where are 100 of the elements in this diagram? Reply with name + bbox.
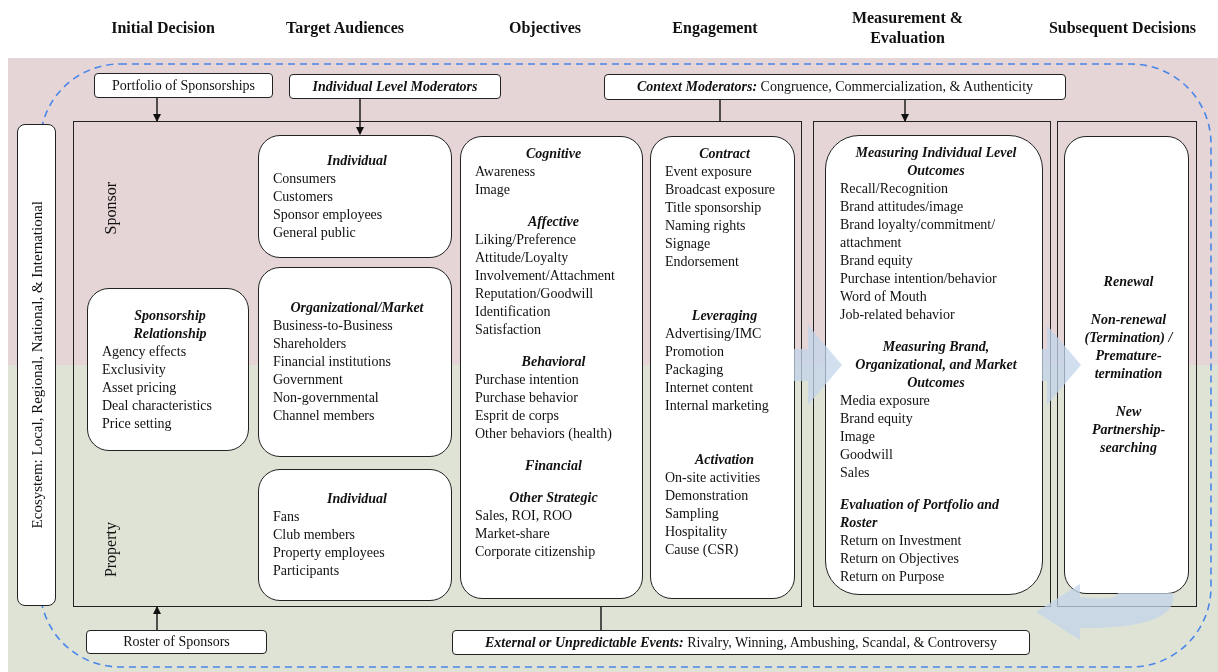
box-label: Roster of Sponsors xyxy=(123,633,230,651)
list-item: Demonstration xyxy=(665,487,750,505)
vertical-label: Ecosystem: Local, Regional, National, & International xyxy=(27,201,46,529)
list-item: Word of Mouth xyxy=(840,288,928,306)
list-item: Purchase behavior xyxy=(475,389,580,407)
row-label: Sponsor xyxy=(102,182,120,235)
list-item: Shareholders xyxy=(273,335,348,353)
list-item: Promotion xyxy=(665,343,726,361)
text-box xyxy=(289,74,501,99)
list-item: Sales, ROI, ROO xyxy=(475,507,574,525)
list-item: Advertising/IMC xyxy=(665,325,763,343)
list-item: Market-share xyxy=(475,525,551,543)
list-item: Purchase intention xyxy=(475,371,580,389)
row-label: Property xyxy=(102,522,120,578)
section-heading: Contract xyxy=(698,145,751,163)
list-item: General public xyxy=(273,223,357,242)
list-item: Financial institutions xyxy=(273,353,392,371)
list-item: Esprit de corps xyxy=(475,407,560,425)
arrow xyxy=(356,98,364,135)
list-item: Identification xyxy=(475,303,552,321)
box-label: External or Unpredictable Events: Rivalry, Winning, Ambushing, Scandal, & Controversy xyxy=(485,633,997,652)
list-item: Internet content xyxy=(665,379,755,397)
list-item: Other behaviors (health) xyxy=(475,425,613,443)
list-item: Return on Purpose xyxy=(840,568,946,586)
text-box xyxy=(94,73,273,98)
section-heading: Behavioral xyxy=(520,353,587,371)
list-item: Brand loyalty/commitment/ attachment xyxy=(840,216,997,252)
box-label: Individual Level Moderators xyxy=(312,77,478,96)
connector-line xyxy=(719,99,721,122)
section-heading: Sponsorship Relationship xyxy=(132,306,208,343)
section-heading: Individual xyxy=(326,490,388,508)
list-item: Consumers xyxy=(273,169,337,188)
list-item: Asset pricing xyxy=(102,378,178,397)
box-label: Portfolio of Sponsorships xyxy=(111,76,256,95)
section-heading: Measuring Individual Level Outcomes xyxy=(854,144,1018,180)
list-item: Brand attitudes/image xyxy=(840,198,965,216)
vertical-label-box xyxy=(17,124,56,606)
frame-box xyxy=(1057,121,1197,607)
list-item: Sales xyxy=(840,464,871,482)
list-item: Return on Objectives xyxy=(840,550,960,568)
list-item: Corporate citizenship xyxy=(475,543,597,561)
box-label: Context Moderators: Congruence, Commercialization, & Authenticity xyxy=(636,78,1034,96)
list-item: Reputation/Goodwill xyxy=(475,285,595,303)
text-box xyxy=(452,630,1030,655)
column-header: Objectives xyxy=(508,18,582,38)
list-item: Brand equity xyxy=(840,410,914,428)
list-item: Sampling xyxy=(665,505,720,523)
flow-arrow xyxy=(1036,584,1174,640)
column-header: Initial Decision xyxy=(110,18,216,38)
list-item: Cause (CSR) xyxy=(665,541,740,559)
frame-box xyxy=(73,121,802,607)
arrow xyxy=(153,97,161,122)
section-heading: Other Strategic xyxy=(508,489,599,507)
list-item: Goodwill xyxy=(840,446,894,464)
rounded-box xyxy=(650,136,795,599)
list-item: Internal marketing xyxy=(665,397,770,415)
list-item: Exclusivity xyxy=(102,360,167,379)
list-item: Property employees xyxy=(273,544,386,562)
list-item: Agency effects xyxy=(102,342,188,361)
section-heading: Cognitive xyxy=(524,145,583,163)
list-item: Liking/Preference xyxy=(475,231,578,249)
list-item: Fans xyxy=(273,508,301,526)
arrow xyxy=(901,99,909,122)
list-item: Attitude/Loyalty xyxy=(475,249,570,267)
list-item: Hospitality xyxy=(665,523,729,541)
list-item: Brand equity xyxy=(840,252,914,270)
list-item: Government xyxy=(273,371,344,389)
list-item: On-site activities xyxy=(665,469,762,487)
rounded-box xyxy=(1064,136,1189,594)
list-item: Participants xyxy=(273,562,341,580)
connector-line xyxy=(600,606,602,631)
list-item: Awareness xyxy=(475,163,537,181)
list-item: Job-related behavior xyxy=(840,306,956,324)
text-box xyxy=(86,630,267,654)
column-header: Subsequent Decisions xyxy=(1047,18,1198,38)
rounded-box xyxy=(258,135,452,258)
section-heading: Leveraging xyxy=(690,307,759,325)
list-item: Endorsement xyxy=(665,253,740,271)
rounded-box xyxy=(258,469,452,601)
section-heading: New Partnership-searching xyxy=(1090,403,1167,457)
list-item: Broadcast exposure xyxy=(665,181,777,199)
section-heading: Non-renewal (Termination) / Premature-termination xyxy=(1083,311,1175,383)
rounded-box xyxy=(460,136,643,599)
list-item: Price setting xyxy=(102,414,173,433)
list-item: Return on Investment xyxy=(840,532,963,550)
flow-arrow xyxy=(1042,325,1081,405)
section-heading: Organizational/Market xyxy=(289,299,425,317)
list-item: Media exposure xyxy=(840,392,931,410)
list-item: Customers xyxy=(273,187,334,206)
rounded-box xyxy=(87,288,249,451)
list-item: Signage xyxy=(665,235,712,253)
list-item: Image xyxy=(475,181,511,199)
list-item: Sponsor employees xyxy=(273,205,384,224)
list-item: Business-to-Business xyxy=(273,317,394,335)
list-item: Involvement/Attachment xyxy=(475,267,616,285)
flow-arrow xyxy=(794,325,842,405)
list-item: Satisfaction xyxy=(475,321,543,339)
list-item: Club members xyxy=(273,526,357,544)
list-item: Purchase intention/behavior xyxy=(840,270,998,288)
column-header: Engagement xyxy=(671,18,759,38)
